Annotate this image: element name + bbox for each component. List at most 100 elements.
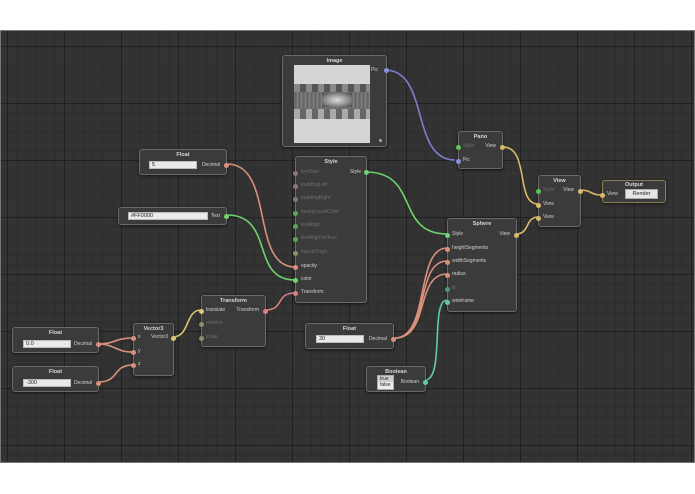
input-label-x: x	[138, 334, 141, 340]
output-port-view[interactable]	[500, 145, 505, 150]
input-label-layoutorigin: layoutOrigin	[301, 249, 328, 255]
float-value-input[interactable]	[23, 340, 71, 348]
input-port-z[interactable]	[131, 363, 136, 368]
option-true[interactable]: true	[378, 376, 393, 382]
input-label-transform: Transform	[301, 289, 324, 295]
pano-node[interactable]: Pano Style Pic View	[456, 131, 505, 169]
input-label-style: Style	[452, 231, 464, 237]
output-port-label: Decimal	[368, 336, 387, 342]
input-label-style: Style	[543, 187, 555, 193]
node-title: Float	[342, 326, 357, 332]
input-port-y[interactable]	[131, 350, 136, 355]
node-title: Style	[324, 159, 338, 165]
input-port-style[interactable]	[536, 189, 541, 194]
node-title: Output	[624, 182, 644, 188]
image-node[interactable]: Image Pic	[282, 55, 389, 147]
input-port-fontsize[interactable]	[293, 171, 298, 176]
output-port-text[interactable]	[224, 214, 229, 219]
resize-handle[interactable]	[379, 139, 382, 142]
input-port-layoutorigin[interactable]	[293, 251, 298, 256]
panorama-preview-image	[294, 65, 370, 143]
float-value-input[interactable]	[316, 335, 364, 343]
output-port-boolean[interactable]	[423, 380, 428, 385]
float-node-segments[interactable]: Float Decimal	[305, 323, 396, 349]
sphere-node[interactable]: Sphere Style heightSegments widthSegment…	[445, 218, 519, 312]
input-label-style: Style	[463, 143, 475, 149]
boolean-node[interactable]: Boolean true false Boolean	[366, 366, 428, 392]
input-port-paddingright[interactable]	[293, 197, 298, 202]
output-port-label: Decimal	[201, 162, 220, 168]
vector3-node[interactable]: Vector3 x y z Vector3	[131, 323, 176, 376]
input-port-rotation[interactable]	[199, 322, 204, 327]
node-title: Transform	[220, 298, 247, 304]
input-label-view-1: View	[543, 201, 554, 207]
node-title: Boolean	[385, 369, 407, 375]
input-label-textalign: textAlign	[301, 222, 321, 228]
output-port-decimal[interactable]	[96, 381, 101, 386]
output-node[interactable]: Output View Render	[600, 180, 666, 203]
node-title: Float	[48, 330, 63, 336]
input-label-radius: radius	[452, 271, 466, 277]
input-port-view-1[interactable]	[536, 203, 541, 208]
input-port-scale[interactable]	[199, 336, 204, 341]
input-port-transform[interactable]	[293, 291, 298, 296]
output-port-label: Pic	[371, 67, 378, 73]
float-value-input[interactable]	[23, 379, 71, 387]
node-title: Image	[326, 58, 343, 64]
input-port-textalign[interactable]	[293, 224, 298, 229]
output-port-view[interactable]	[578, 189, 583, 194]
node-title: Float	[176, 152, 190, 158]
style-node[interactable]: Style Style fontSize paddingLeft padding…	[293, 156, 369, 303]
input-port-style[interactable]	[445, 233, 450, 238]
input-port-x[interactable]	[131, 336, 136, 341]
input-port-opacity[interactable]	[293, 265, 298, 270]
input-label-pic: Pic	[463, 157, 470, 163]
input-port-color[interactable]	[293, 278, 298, 283]
input-port-paddingleft[interactable]	[293, 184, 298, 189]
input-port-pic[interactable]	[456, 159, 461, 164]
input-port-style[interactable]	[456, 145, 461, 150]
output-port-style[interactable]	[364, 170, 369, 175]
output-port-label: Decimal	[73, 341, 92, 347]
float-value-input[interactable]	[149, 161, 197, 169]
input-port-wireframe[interactable]	[445, 300, 450, 305]
input-label-scale: scale	[206, 334, 218, 340]
output-port-pic[interactable]	[384, 68, 389, 73]
output-port-decimal[interactable]	[224, 163, 229, 168]
input-label-view: View	[607, 191, 618, 197]
input-port-textalignvertical[interactable]	[293, 237, 298, 242]
output-port-decimal[interactable]	[391, 337, 396, 342]
input-port-radius[interactable]	[445, 273, 450, 278]
output-port-label: View	[499, 231, 510, 237]
input-port-lit[interactable]	[445, 287, 450, 292]
input-port-view[interactable]	[600, 193, 605, 198]
input-label-color: color	[301, 276, 312, 282]
boolean-select[interactable]: true false	[377, 375, 394, 390]
transform-node[interactable]: Transform translate rotation scale Trans…	[199, 295, 268, 347]
input-label-backgroundcolor: backgroundColor	[301, 209, 340, 215]
input-port-view-2[interactable]	[536, 216, 541, 221]
view-node[interactable]: View Style View View View	[536, 175, 583, 227]
input-port-translate[interactable]	[199, 309, 204, 314]
output-port-transform[interactable]	[263, 309, 268, 314]
input-label-rotation: rotation	[206, 320, 223, 326]
output-port-label: Boolean	[400, 379, 419, 385]
input-label-z: z	[138, 361, 141, 367]
text-node-color[interactable]: Text	[118, 207, 229, 225]
output-port-label: View	[563, 187, 574, 193]
input-port-heightsegments[interactable]	[445, 247, 450, 252]
text-value-input[interactable]	[128, 212, 208, 220]
output-port-decimal[interactable]	[96, 342, 101, 347]
input-port-widthsegments[interactable]	[445, 260, 450, 265]
render-button[interactable]: Render	[625, 189, 658, 199]
input-port-backgroundcolor[interactable]	[293, 211, 298, 216]
float-node-xy[interactable]: Float Decimal	[12, 327, 101, 353]
float-node-z[interactable]: Float Decimal	[12, 366, 101, 392]
output-port-vector3[interactable]	[171, 336, 176, 341]
float-node-opacity[interactable]: Float Decimal	[139, 149, 229, 175]
input-label-paddingright: paddingRight	[301, 195, 331, 201]
node-title: Sphere	[472, 221, 492, 227]
output-port-view[interactable]	[514, 233, 519, 238]
input-label-view-2: View	[543, 214, 554, 220]
option-false[interactable]: false	[380, 382, 391, 388]
